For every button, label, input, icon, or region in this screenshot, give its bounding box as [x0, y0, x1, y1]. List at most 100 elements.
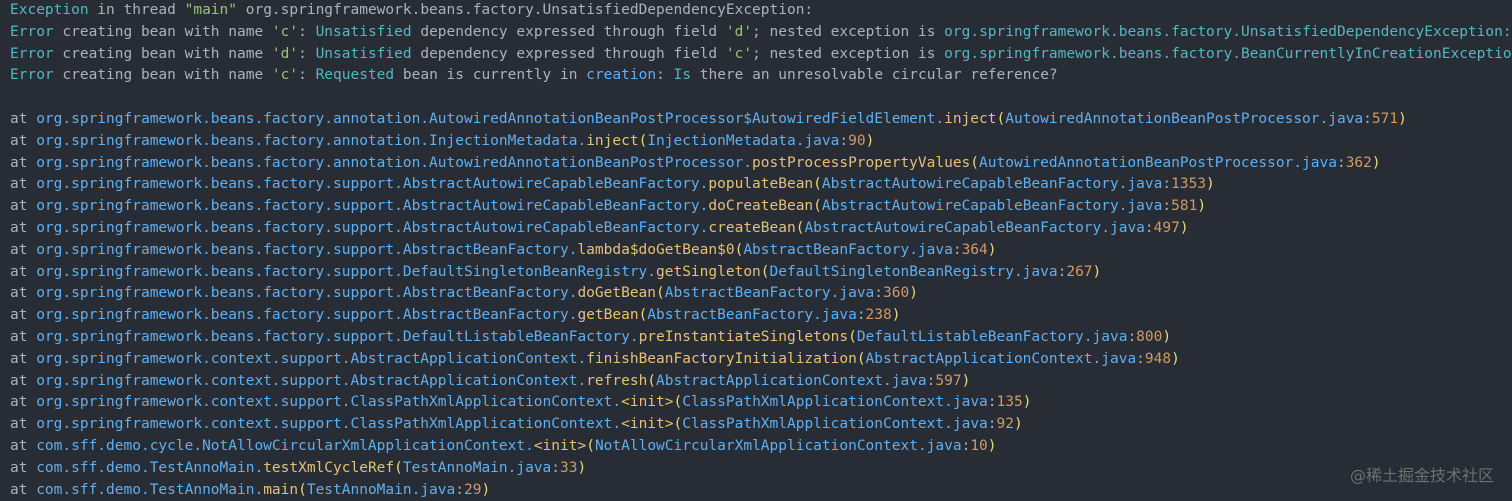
at-keyword: at — [10, 110, 37, 127]
frame-line-number[interactable]: 29 — [463, 481, 482, 498]
paren-close: ) — [865, 132, 875, 149]
paren-open: ( — [586, 437, 595, 454]
exception-text: creating bean with name — [53, 67, 272, 84]
frame-line-number[interactable]: 135 — [996, 394, 1023, 411]
frame-method: inject — [586, 132, 639, 149]
exception-line: Error creating bean with name 'd': Unsat… — [10, 44, 1512, 66]
frame-file-link[interactable]: AbstractBeanFactory.java — [647, 307, 857, 324]
frame-file-link[interactable]: AbstractApplicationContext.java — [865, 350, 1137, 367]
frame-file-link[interactable]: TestAnnoMain.java — [306, 481, 456, 498]
frame-file-link[interactable]: InjectionMetadata.java — [647, 132, 840, 149]
frame-line-number[interactable]: 267 — [1066, 263, 1093, 280]
frame-file-link[interactable]: DefaultListableBeanFactory.java — [856, 328, 1128, 345]
paren-open: ( — [638, 132, 648, 149]
exception-text: ; nested exception is — [752, 45, 945, 62]
paren-close: ) — [1206, 176, 1215, 193]
colon: : — [839, 132, 849, 149]
frame-line-number[interactable]: 948 — [1144, 350, 1172, 367]
watermark: @稀土掘金技术社区 — [1349, 466, 1494, 485]
stack-frame: at org.springframework.beans.factory.ann… — [10, 131, 1512, 153]
exception-line: Error creating bean with name 'c': Unsat… — [10, 22, 1512, 44]
frame-file-link[interactable]: TestAnnoMain.java — [402, 459, 552, 476]
colon: : — [1363, 110, 1372, 127]
frame-line-number[interactable]: 362 — [1345, 154, 1372, 171]
exception-text: org.springframework.beans.factory.BeanCu… — [944, 45, 1512, 62]
frame-file-link[interactable]: AbstractAutowireCapableBeanFactory.java — [821, 198, 1163, 215]
stack-frame: at org.springframework.beans.factory.sup… — [10, 196, 1512, 218]
exception-text: there an unresolvable circular reference… — [691, 67, 1058, 84]
paren-open: ( — [856, 350, 866, 367]
frame-class: org.springframework.beans.factory.annota… — [36, 154, 753, 171]
exception-text: : — [656, 67, 674, 84]
frame-file-link[interactable]: AutowiredAnnotationBeanPostProcessor.jav… — [1005, 110, 1364, 127]
frame-line-number[interactable]: 571 — [1371, 110, 1399, 127]
frame-line-number[interactable]: 10 — [970, 437, 988, 454]
frame-class: org.springframework.beans.factory.annota… — [36, 132, 587, 149]
exception-text: Error — [10, 23, 54, 40]
paren-open: ( — [673, 416, 683, 433]
at-keyword: at — [10, 350, 37, 367]
frame-class: org.springframework.beans.factory.suppor… — [36, 198, 709, 215]
frame-method: testXmlCycleRef — [263, 459, 395, 476]
paren-close: ) — [987, 241, 997, 258]
exception-text: in thread — [88, 2, 185, 18]
frame-line-number[interactable]: 800 — [1136, 328, 1163, 345]
paren-close: ) — [481, 481, 491, 498]
frame-line-number[interactable]: 238 — [865, 307, 892, 324]
frame-file-link[interactable]: NotAllowCircularXmlApplicationContext.ja… — [594, 437, 962, 454]
paren-close: ) — [1197, 198, 1207, 215]
paren-close: ) — [1092, 263, 1102, 280]
frame-file-link[interactable]: AbstractAutowireCapableBeanFactory.java — [804, 219, 1145, 236]
frame-line-number[interactable]: 597 — [935, 372, 962, 389]
paren-close: ) — [1171, 350, 1180, 367]
paren-open: ( — [760, 263, 770, 280]
colon: : — [952, 241, 962, 258]
exception-text: org.springframework.beans.factory.Unsati… — [237, 2, 814, 18]
frame-method: refresh — [586, 372, 648, 389]
frame-line-number[interactable]: 92 — [996, 416, 1014, 433]
paren-open: ( — [638, 307, 648, 324]
frame-line-number[interactable]: 33 — [560, 459, 578, 476]
frame-line-number[interactable]: 364 — [961, 241, 988, 258]
frame-line-number[interactable]: 497 — [1153, 219, 1180, 236]
frame-line-number[interactable]: 360 — [883, 285, 910, 302]
stack-frame: at org.springframework.beans.factory.sup… — [10, 283, 1512, 305]
at-keyword: at — [10, 219, 37, 236]
frame-file-link[interactable]: AbstractApplicationContext.java — [656, 372, 927, 389]
frame-line-number[interactable]: 90 — [848, 132, 866, 149]
frame-file-link[interactable]: ClassPathXmlApplicationContext.java — [682, 416, 988, 433]
frame-file-link[interactable]: AbstractBeanFactory.java — [743, 241, 953, 258]
colon: : — [874, 285, 884, 302]
frame-file-link[interactable]: DefaultSingletonBeanRegistry.java — [769, 263, 1058, 280]
at-keyword: at — [10, 437, 37, 454]
frame-line-number[interactable]: 581 — [1171, 198, 1198, 215]
exception-text: bean is currently in — [394, 67, 587, 84]
frame-file-link[interactable]: AbstractBeanFactory.java — [664, 285, 875, 302]
at-keyword: at — [10, 132, 37, 149]
stack-trace: at org.springframework.beans.factory.ann… — [10, 109, 1512, 501]
exception-text: ; nested exception is — [752, 23, 945, 40]
frame-method: populateBean — [708, 176, 814, 193]
colon: : — [551, 459, 561, 476]
frame-file-link[interactable]: AutowiredAnnotationBeanPostProcessor.jav… — [979, 154, 1337, 171]
exception-line: Exception in thread "main" org.springfra… — [10, 0, 1512, 22]
frame-method: inject — [944, 110, 997, 127]
frame-class: org.springframework.beans.factory.suppor… — [36, 285, 578, 302]
exception-text: 'd' — [725, 23, 753, 40]
exception-text: creating bean with name — [53, 45, 272, 62]
paren-open: ( — [647, 372, 657, 389]
frame-line-number[interactable]: 1353 — [1171, 176, 1207, 193]
exception-text: 'c' — [271, 23, 299, 40]
at-keyword: at — [10, 416, 37, 433]
frame-file-link[interactable]: AbstractAutowireCapableBeanFactory.java — [821, 176, 1163, 193]
at-keyword: at — [10, 241, 37, 258]
frame-class: org.springframework.beans.factory.suppor… — [36, 219, 709, 236]
at-keyword: at — [10, 285, 37, 302]
paren-open: ( — [298, 481, 307, 498]
frame-file-link[interactable]: ClassPathXmlApplicationContext.java — [682, 394, 988, 411]
exception-header: Exception in thread "main" org.springfra… — [10, 0, 1512, 87]
paren-open: ( — [813, 176, 822, 193]
frame-class: org.springframework.beans.factory.suppor… — [36, 241, 578, 258]
stack-frame: at org.springframework.beans.factory.ann… — [10, 153, 1512, 175]
paren-open: ( — [813, 198, 822, 215]
